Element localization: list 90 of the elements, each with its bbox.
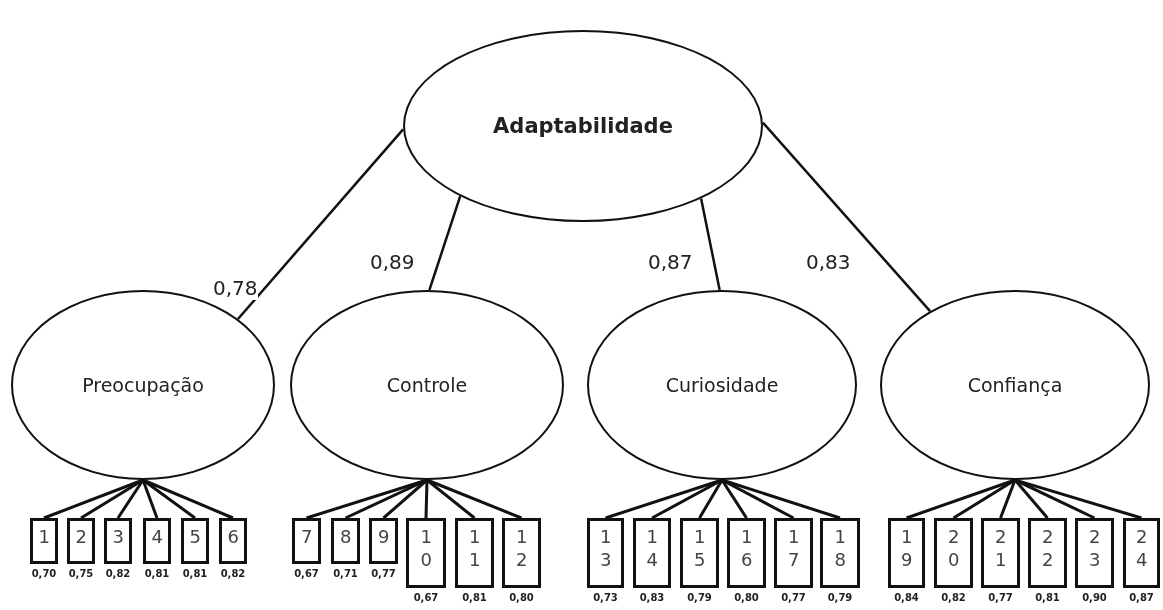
item-number: 6 [227,525,239,549]
item-box [104,518,132,564]
item-box [143,518,171,564]
factor-loading: 0,84 [894,592,919,603]
factor-loading: 0,82 [105,568,131,579]
item-box [981,518,1020,588]
item-number: 9 [377,525,390,549]
factor-loading: 0,81 [182,568,208,579]
item-box [633,518,671,588]
item-number: 17 [787,525,800,573]
item-number: 2 [75,525,87,549]
item-number: 1 [38,525,50,549]
path-line [237,128,405,320]
item-number: 18 [834,525,846,573]
factor-loading: 0,90 [1082,592,1107,603]
path-line [428,195,462,291]
item-box [331,518,360,564]
factor-loading: 0,71 [333,568,358,579]
path-line [720,479,748,519]
item-number: 19 [900,525,913,573]
item-number: 12 [515,525,528,573]
item-number: 23 [1088,525,1101,573]
item-box [219,518,247,564]
item-box [502,518,541,588]
factor-loading: 0,75 [68,568,94,579]
factor-loading: 0,70 [31,568,57,579]
item-number: 10 [420,525,432,573]
item-number: 16 [740,525,753,573]
item-box [774,518,813,588]
factor-label: Curiosidade [665,374,779,396]
item-number: 21 [994,525,1007,573]
item-number: 3 [112,525,124,549]
factor-loading: 0,81 [144,568,170,579]
item-box [587,518,624,588]
item-box [1028,518,1067,588]
item-number: 22 [1041,525,1054,573]
item-number: 8 [339,525,352,549]
factor-loading: 0,77 [988,592,1013,603]
item-box [1075,518,1114,588]
item-number: 14 [646,525,658,573]
item-box [934,518,973,588]
item-box [680,518,719,588]
factor-loading: 0,83 [639,592,665,603]
factor-label: Controle [386,374,468,396]
factor-label: Preocupação [82,374,204,396]
path-line [699,198,721,291]
item-number: 13 [599,525,612,573]
factor-loading: 0,77 [371,568,396,579]
factor-loading: 0,67 [413,592,439,603]
factor-loading: 0,80 [734,592,759,603]
path-line [1013,479,1049,519]
factor-loading: 0,82 [941,592,966,603]
factor-loading: 0,77 [781,592,806,603]
factor-loading: 0,73 [593,592,618,603]
item-box [820,518,860,588]
factor-label: Confiança [967,374,1063,396]
path-line [116,479,145,519]
item-box [1123,518,1160,588]
factor-loading: 0,82 [220,568,246,579]
item-box [67,518,95,564]
item-box [369,518,398,564]
item-number: 5 [189,525,201,549]
factor-loading: 0,81 [462,592,487,603]
item-number: 4 [151,525,163,549]
item-box [727,518,766,588]
item-box [455,518,494,588]
item-box [888,518,925,588]
path-line [761,121,931,312]
factor-loading: 0,80 [509,592,534,603]
path-line [426,478,523,520]
path-line [999,479,1017,519]
factor-loading: 0,79 [827,592,853,603]
item-number: 7 [300,525,313,549]
item-number: 24 [1135,525,1148,573]
item-number: 15 [693,525,706,573]
item-box [30,518,58,564]
item-box [292,518,321,564]
item-number: 20 [947,525,960,573]
path-line [142,478,234,520]
path-line [141,479,159,519]
factor-loading: 0,81 [1035,592,1060,603]
factor-loading: 0,79 [687,592,712,603]
path-line [424,479,429,519]
item-box [406,518,446,588]
item-number: 11 [468,525,481,573]
factor-loading: 0,67 [294,568,319,579]
path-line [698,479,724,519]
factor-label: Adaptabilidade [493,114,673,138]
factor-loading: 0,87 [1129,592,1154,603]
item-box [181,518,209,564]
